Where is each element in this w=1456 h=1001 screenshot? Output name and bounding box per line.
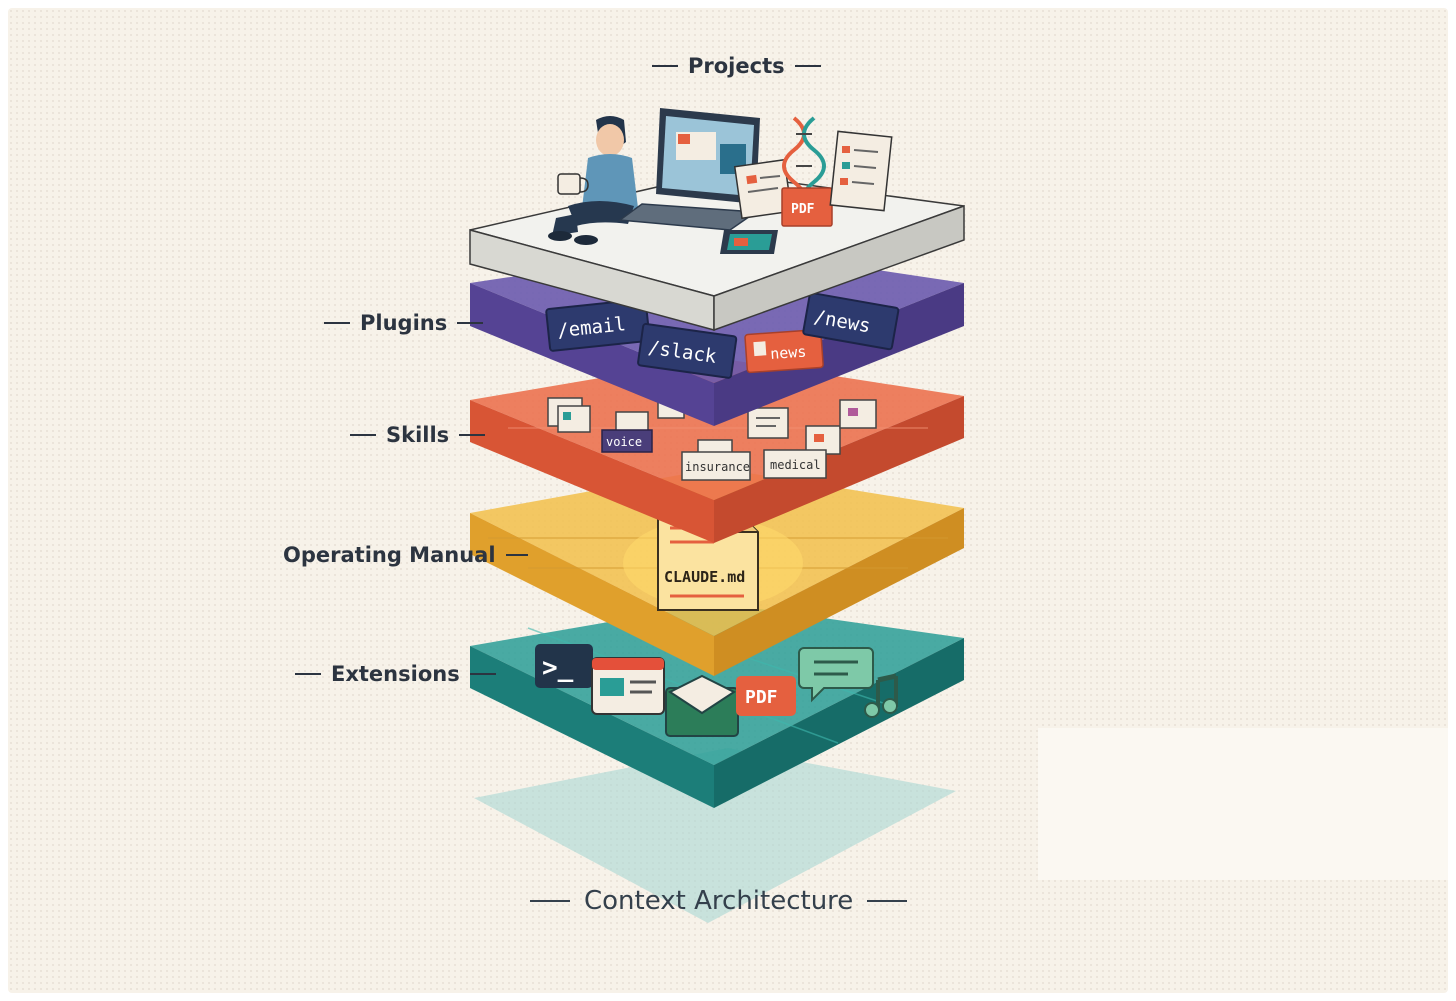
label-plugins: Plugins [324, 311, 484, 335]
diagram-title-text: Context Architecture [584, 886, 854, 916]
label-dash [652, 65, 678, 67]
plugin-tag-email: /email [545, 298, 651, 352]
label-dash [459, 434, 486, 436]
label-extensions-text: Extensions [331, 662, 460, 686]
plugin-badge-news: news [744, 328, 824, 374]
laptop-icon [617, 108, 760, 231]
blank-patch [1038, 728, 1448, 880]
plugin-tag-slack: /slack [637, 322, 738, 379]
document-icon [747, 399, 877, 455]
label-operating-manual-text: Operating Manual [283, 543, 496, 567]
skill-insurance-text: insurance [685, 460, 750, 474]
label-dash [794, 65, 821, 67]
label-dash [324, 322, 350, 324]
label-skills-text: Skills [386, 423, 450, 447]
chat-bubble-icon [798, 647, 874, 703]
browser-window-icon [591, 657, 665, 715]
layer-stack-diagram: >_ PDF [469, 108, 965, 923]
document-icon [733, 158, 793, 220]
diagram-canvas: >_ PDF [8, 8, 1448, 993]
projects-pdf-text: PDF [791, 202, 815, 217]
document-icon: insurance [681, 439, 751, 481]
terminal-prompt: >_ [542, 653, 574, 683]
terminal-icon: >_ [535, 644, 593, 688]
label-dash [295, 673, 321, 675]
plugin-news-badge-text: news [770, 342, 807, 362]
extensions-pdf-text: PDF [745, 687, 778, 708]
label-operating-manual: Operating Manual [283, 543, 528, 567]
title-dash [530, 900, 570, 902]
document-icon [547, 397, 591, 433]
label-skills: Skills [350, 423, 486, 447]
skill-tag-voice: voice [601, 411, 653, 453]
claude-md-text: CLAUDE.md [664, 568, 745, 586]
label-dash [457, 322, 484, 324]
extensions-pdf-icon: PDF [736, 676, 796, 716]
plugin-tags: /email /slack news /news [545, 292, 900, 379]
diagram-title: Context Architecture [530, 886, 908, 916]
tablet-icon [720, 230, 778, 254]
music-note-icon [864, 673, 898, 718]
label-projects: Projects [652, 54, 821, 78]
label-dash [505, 554, 528, 556]
base-shadow [474, 748, 956, 923]
projects-pdf-icon: PDF [781, 187, 833, 227]
label-dash [469, 673, 496, 675]
plugin-tag-news: /news [802, 292, 900, 351]
skill-medical-text: medical [770, 458, 821, 472]
skills-layer [470, 358, 964, 543]
label-plugins-text: Plugins [360, 311, 448, 335]
person-icon [548, 116, 638, 245]
label-dash [350, 434, 376, 436]
skills-cards: voice insurance medical [547, 395, 877, 481]
coffee-mug-icon [557, 173, 589, 195]
title-dash [867, 900, 908, 902]
label-projects-text: Projects [688, 54, 785, 78]
envelope-icon [665, 674, 739, 737]
document-icon [829, 130, 893, 212]
skill-tag-medical: medical [763, 449, 827, 479]
label-extensions: Extensions [295, 662, 496, 686]
skill-voice-text: voice [606, 435, 642, 449]
